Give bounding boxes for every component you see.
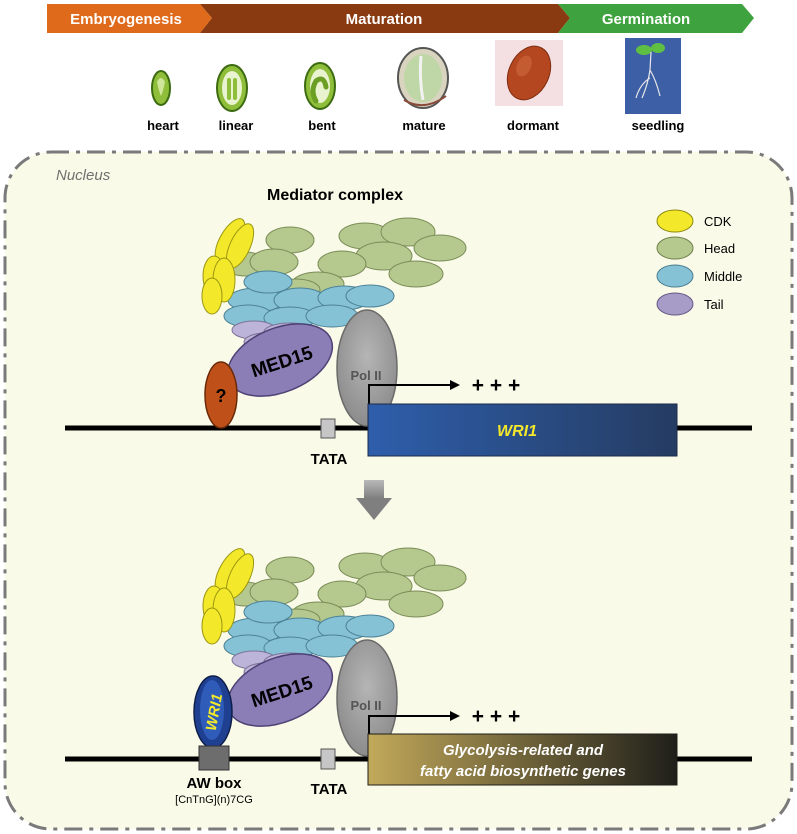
stage-germination-arrow <box>558 4 754 33</box>
nucleus-region <box>3 150 794 831</box>
target-genes-label-line1: Glycolysis-related and <box>443 742 604 759</box>
seed-stages: heart linear bent mature <box>147 38 684 133</box>
seed-label-linear: linear <box>219 118 254 133</box>
cdk-module-bottom <box>201 548 255 645</box>
legend-head-label: Head <box>704 241 735 256</box>
stage-embryogenesis-arrow <box>47 4 212 33</box>
legend-tail-swatch <box>656 292 694 316</box>
med15-subunit-bottom: MED15 <box>226 653 334 727</box>
target-genes-box <box>367 733 678 786</box>
seed-label-bent: bent <box>308 118 336 133</box>
seed-label-seedling: seedling <box>632 118 685 133</box>
wri1-gene-box <box>367 403 678 457</box>
transcription-arrow-bottom <box>368 711 460 734</box>
unknown-factor-label: ? <box>216 386 227 406</box>
seedling-icon <box>625 38 681 114</box>
legend-tail-label: Tail <box>704 297 724 312</box>
tata-box-top <box>320 418 336 439</box>
tata-label-top: TATA <box>311 451 348 468</box>
top-panel: MED15 ? Pol II TATA + + + WRI1 <box>65 217 752 468</box>
stage-banner: Embryogenesis Maturation Germination <box>47 4 754 33</box>
cdk-module-top <box>201 218 255 315</box>
tata-box-bottom <box>320 748 336 770</box>
pol2-top: Pol II <box>336 309 398 427</box>
aw-box-sequence: [CnTnG](n)7CG <box>175 794 253 806</box>
bent-embryo-icon <box>304 62 336 110</box>
seed-label-heart: heart <box>147 118 179 133</box>
wri1-factor: WRI1 <box>193 675 233 749</box>
activation-plus-bottom: + + + <box>472 705 520 728</box>
seed-label-dormant: dormant <box>507 118 560 133</box>
bottom-panel: MED15 WRI1 AW box [CnTnG](n)7CG Pol II T… <box>65 547 752 806</box>
nucleus-label: Nucleus <box>56 167 111 184</box>
down-arrow <box>356 480 392 520</box>
heart-embryo-icon <box>151 70 171 106</box>
middle-module-top <box>223 270 395 330</box>
transcription-arrow-top <box>368 380 460 404</box>
stage-embryogenesis-label: Embryogenesis <box>70 11 182 28</box>
legend: CDK Head Middle Tail <box>656 209 742 316</box>
aw-box-label: AW box <box>187 775 243 792</box>
dormant-seed-icon <box>495 40 563 106</box>
linear-embryo-icon <box>216 64 248 112</box>
tata-label-bottom: TATA <box>311 781 348 798</box>
med15-subunit-top: MED15 <box>226 323 334 397</box>
legend-cdk-swatch <box>656 209 694 233</box>
legend-head-swatch <box>656 236 694 260</box>
seed-label-mature: mature <box>402 118 445 133</box>
mature-seed-icon <box>397 47 449 109</box>
pol2-bottom: Pol II <box>336 639 398 757</box>
stage-maturation-arrow <box>200 4 570 33</box>
wri1-factor-label: WRI1 <box>203 692 226 732</box>
wri1-gene-label: WRI1 <box>497 423 537 440</box>
mediator-complex-title: Mediator complex <box>267 187 403 204</box>
pol2-label-bottom: Pol II <box>350 698 381 713</box>
legend-middle-label: Middle <box>704 269 742 284</box>
legend-cdk-label: CDK <box>704 214 732 229</box>
legend-middle-swatch <box>656 264 694 288</box>
stage-maturation-label: Maturation <box>346 11 423 28</box>
target-genes-label-line2: fatty acid biosynthetic genes <box>420 763 626 780</box>
aw-box <box>198 745 230 771</box>
unknown-factor-top: ? <box>204 361 238 429</box>
pol2-label-top: Pol II <box>350 368 381 383</box>
activation-plus-top: + + + <box>472 374 520 397</box>
stage-germination-label: Germination <box>602 11 690 28</box>
